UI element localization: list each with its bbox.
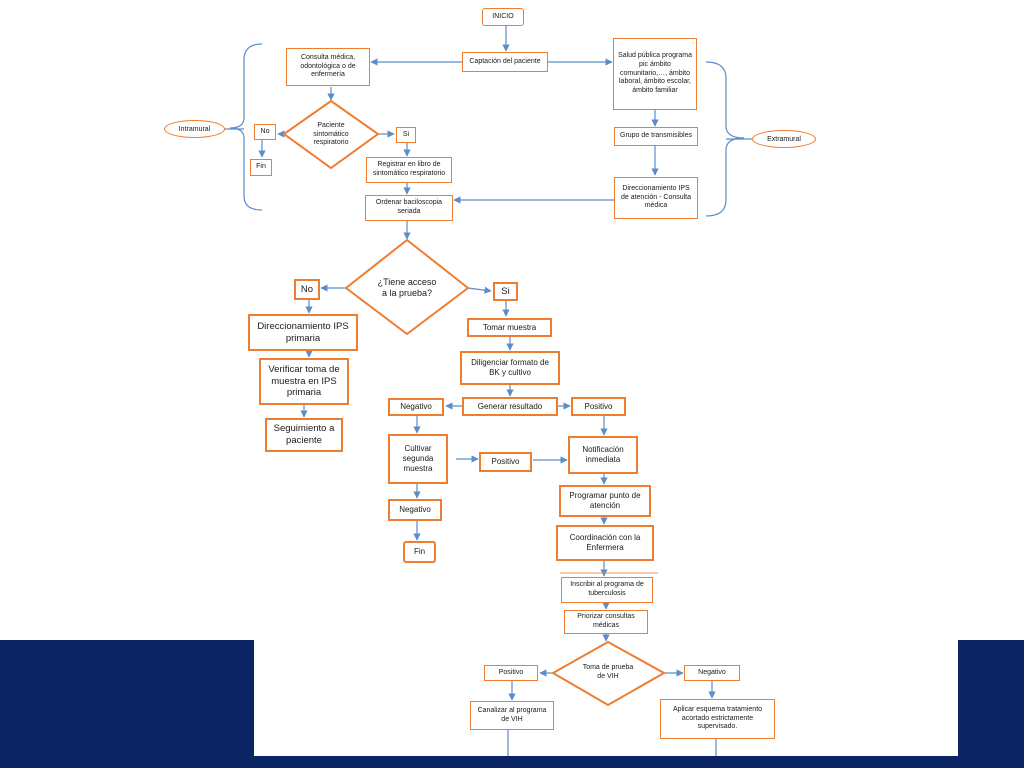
ordenar-node: Ordenar baciloscopia seriada: [365, 195, 453, 221]
negativo-node-1: Negativo: [388, 398, 444, 416]
salud-publica-node: Salud pública programa pic ámbito comuni…: [613, 38, 697, 110]
programar-node: Programar punto de atención: [559, 485, 651, 517]
inscribir-node: Inscribir al programa de tuberculosis: [561, 577, 653, 603]
paciente-sintomatico-label: Paciente sintomático respiratorio: [313, 121, 349, 147]
toma-vih-label: Toma de prueba de VIH: [582, 664, 634, 680]
no-node-2: No: [294, 279, 320, 300]
direccionamiento-ips-primaria-node: Direccionamiento IPS primaria: [248, 314, 358, 351]
si-node-1: Si: [396, 127, 416, 143]
notificacion-node: Notificación inmediata: [568, 436, 638, 474]
direccionamiento-ips-consulta-node: Direccionamiento IPS de atención - Consu…: [614, 177, 698, 219]
tiene-acceso-label: ¿Tiene acceso a la prueba?: [377, 276, 437, 298]
no-node-1: No: [254, 124, 276, 140]
diligenciar-node: Diligenciar formato de BK y cultivo: [460, 351, 560, 385]
background-bar-right: [958, 640, 1024, 768]
coordinacion-node: Coordinación con la Enfermera: [556, 525, 654, 561]
si-node-2: Si: [493, 282, 518, 301]
canalizar-node: Canalizar al programa de VIH: [470, 701, 554, 730]
positivo-node-3: Positivo: [484, 665, 538, 681]
decision-paciente-sintomatico-shape: [282, 99, 380, 170]
seguimiento-node: Seguimiento a paciente: [265, 418, 343, 452]
decision-tiene-acceso-shape: [344, 238, 470, 336]
positivo-node-2: Positivo: [479, 452, 532, 472]
decision-toma-vih-shape: [550, 640, 667, 707]
start-node-inicio: INICIO: [482, 8, 524, 26]
background-bar-bottom: [0, 756, 1024, 768]
aplicar-node: Aplicar esquema tratamiento acortado est…: [660, 699, 775, 739]
captacion-node: Captación del paciente: [462, 52, 548, 72]
fin-node-1: Fin: [250, 159, 272, 176]
positivo-node-1: Positivo: [571, 397, 626, 416]
consulta-node: Consulta médica, odontológica o de enfer…: [286, 48, 370, 86]
generar-resultado-node: Generar resultado: [462, 397, 558, 416]
verificar-node: Verificar toma de muestra en IPS primari…: [259, 358, 349, 405]
negativo-node-3: Negativo: [684, 665, 740, 681]
extramural-label: Extramural: [752, 130, 816, 148]
priorizar-node: Priorizar consultas médicas: [564, 610, 648, 634]
intramural-label: Intramural: [164, 120, 225, 138]
tomar-muestra-node: Tomar muestra: [467, 318, 552, 337]
registrar-node: Registrar en libro de sintomático respir…: [366, 157, 452, 183]
negativo-node-2: Negativo: [388, 499, 442, 521]
background-bar-left: [0, 640, 254, 768]
cultivar-node: Cultivar segunda muestra: [388, 434, 448, 484]
fin-node-2: Fin: [403, 541, 436, 563]
grupo-transmisibles-node: Grupo de transmisibles: [614, 127, 698, 146]
